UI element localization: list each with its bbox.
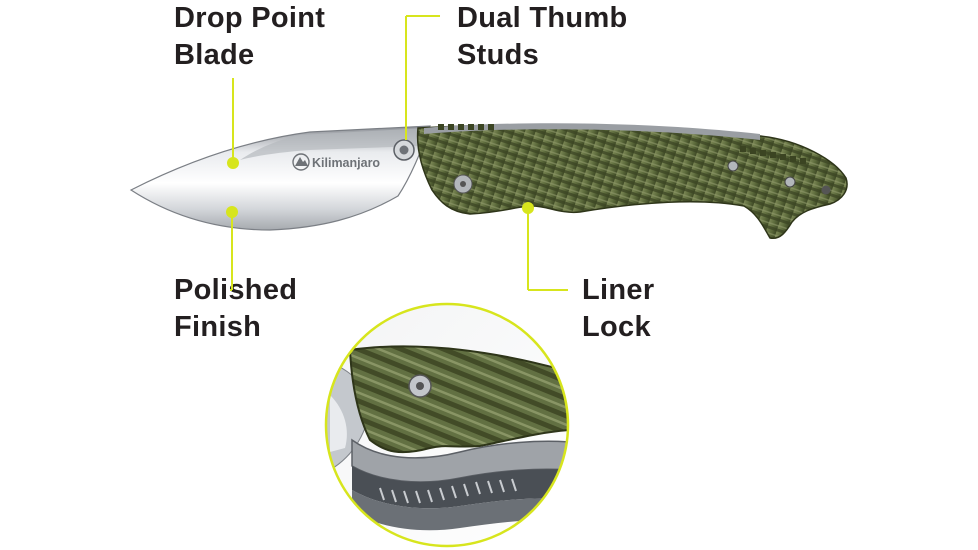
callout-label-line: Finish [174,311,262,343]
knife-handle [416,124,848,240]
blade-spine-bevel [240,128,425,160]
mountain-circle-icon [292,153,310,171]
callout-label-line: Polished [174,274,298,306]
callout-lines [230,15,568,291]
callout-dots [226,157,534,218]
zoom-circle-border [324,302,570,548]
thumb-stud [393,139,415,161]
blade-logo-text: Kilimanjaro [312,156,380,170]
callout-polished-finish: Polished Finish [174,272,297,346]
callout-label-line: Liner [582,274,655,306]
callout-liner-lock: Liner Lock [582,272,654,346]
callout-drop-point-blade: Drop Point Blade [174,0,325,74]
callout-dual-thumb-studs: Dual Thumb Studs [457,0,628,74]
callout-label-line: Blade [174,39,255,71]
handle-screws [453,160,831,195]
callout-label-line: Studs [457,39,540,71]
spine-jimping [438,124,806,164]
callout-label-line: Dual Thumb [457,2,628,34]
callout-label-line: Drop Point [174,2,326,34]
callout-label-line: Lock [582,311,651,343]
blade [129,125,431,231]
zoom-detail [326,304,568,546]
handle-liner [424,123,760,140]
